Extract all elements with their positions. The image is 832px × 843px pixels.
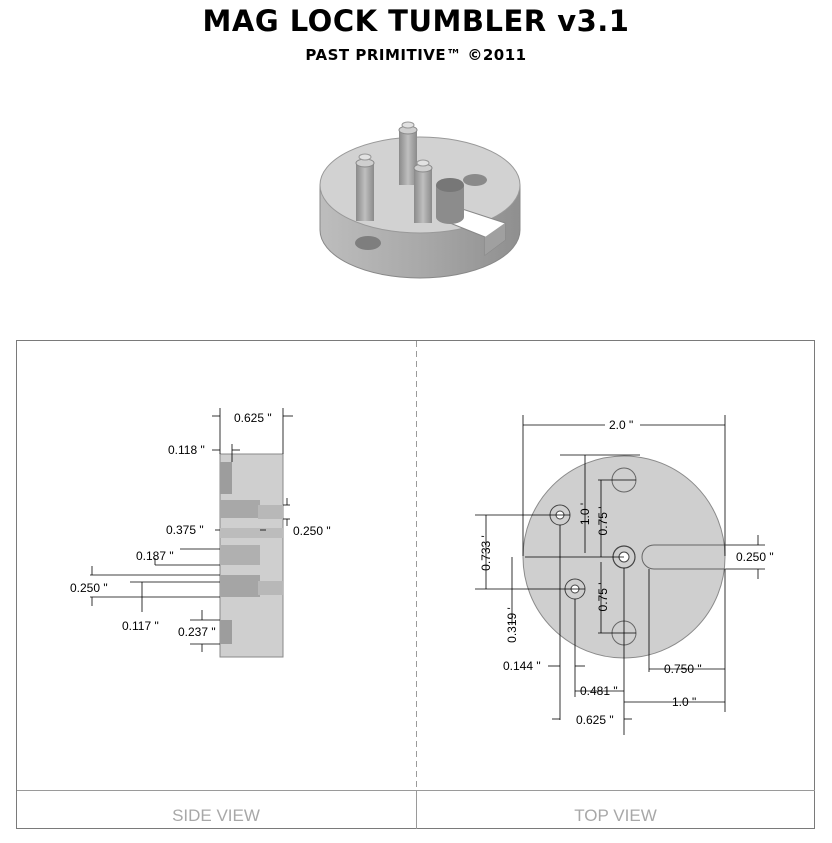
dim-side-bore-dia-small: 0.187 " bbox=[136, 549, 174, 563]
side-view-label: SIDE VIEW bbox=[172, 806, 260, 825]
pin-right bbox=[413, 159, 433, 223]
dim-top-radius: 1.0 " bbox=[672, 695, 696, 709]
top-slot bbox=[641, 544, 726, 570]
side-top-bore bbox=[220, 462, 232, 494]
side-upper-bore-step bbox=[258, 505, 283, 519]
side-lower-bore bbox=[220, 575, 260, 597]
dim-side-bore-depth: 0.375 " bbox=[166, 523, 204, 537]
page-subtitle: PAST PRIMITIVE™ ©2011 bbox=[305, 46, 527, 64]
dim-top-pin-x-center: 0.625 " bbox=[576, 713, 614, 727]
dim-top-pin-x-mid: 0.481 " bbox=[580, 684, 618, 698]
pin-top bbox=[398, 121, 418, 185]
dim-top-hole-dist-lower: 0.75 ' bbox=[596, 583, 610, 612]
dim-side-width: 0.625 " bbox=[234, 411, 272, 425]
center-bore bbox=[436, 178, 464, 224]
dim-top-pin-dist-upper: 1.0 ' bbox=[578, 503, 592, 525]
side-bottom-bore bbox=[220, 620, 232, 644]
top-view: 2.0 " 0.250 " 1.0 ' 0.75 ' 0.75 ' 0.733 … bbox=[475, 415, 774, 735]
dim-top-diameter: 2.0 " bbox=[609, 418, 633, 432]
side-upper-bore bbox=[220, 500, 260, 518]
dim-side-bottom-bore: 0.237 " bbox=[178, 625, 216, 639]
dim-top-slot-width: 0.250 " bbox=[736, 550, 774, 564]
page-title: MAG LOCK TUMBLER v3.1 bbox=[202, 4, 630, 38]
dim-side-bore-dia-right: 0.250 " bbox=[293, 524, 331, 538]
side-lower-bore-step bbox=[258, 581, 283, 595]
dim-top-pin-x-small: 0.144 " bbox=[503, 659, 541, 673]
side-mid-band bbox=[220, 528, 283, 538]
dim-side-bore-dia-left: 0.250 " bbox=[70, 581, 108, 595]
tumbler-isometric-image bbox=[319, 121, 521, 279]
side-view: 0.625 " 0.118 " 0.375 " 0.250 " 0.187 " … bbox=[70, 408, 331, 658]
dim-side-bore-offset: 0.117 " bbox=[122, 619, 159, 633]
side-center-bore bbox=[220, 545, 260, 565]
drawing-frame bbox=[16, 340, 815, 829]
dim-top-pin-span: 0.733 ' bbox=[479, 535, 493, 571]
top-view-label: TOP VIEW bbox=[574, 806, 657, 825]
pin-left bbox=[355, 153, 375, 221]
top-right-hole bbox=[463, 174, 487, 186]
dim-side-top-bore: 0.118 " bbox=[168, 443, 205, 457]
dim-top-slot-length: 0.750 " bbox=[664, 662, 702, 676]
front-hole bbox=[355, 236, 381, 250]
dim-top-hole-dist-upper: 0.75 ' bbox=[596, 507, 610, 536]
dim-top-pin-offset: 0.319 ' bbox=[505, 607, 519, 643]
